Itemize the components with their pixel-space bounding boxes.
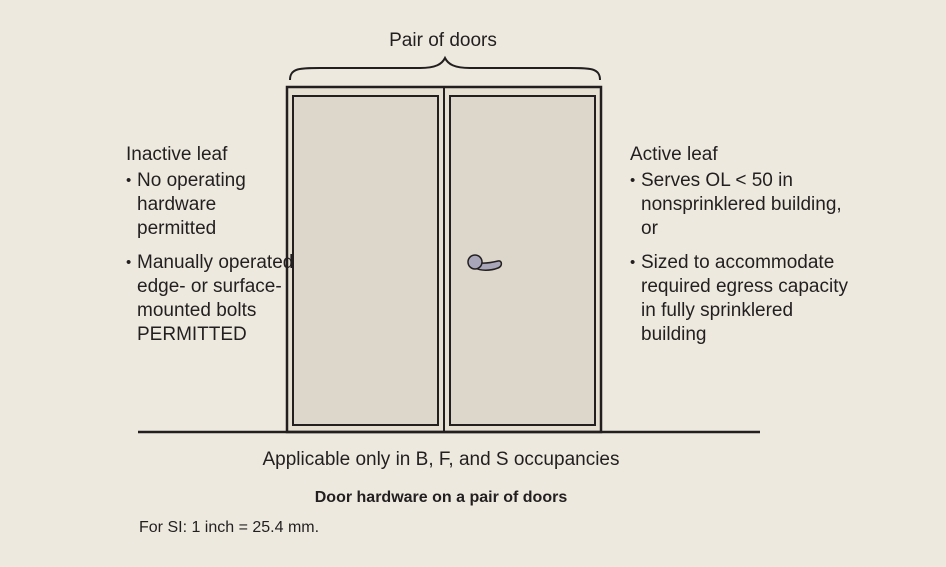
active-leaf-bullet: Sized to accommodate required egress cap… [630, 251, 850, 347]
lever-handle-icon [467, 254, 503, 271]
figure-caption: Door hardware on a pair of doors [314, 489, 568, 506]
inactive-leaf-bullet: No operating hardware permitted [126, 169, 296, 241]
diagram-title: Pair of doors [389, 30, 497, 51]
active-leaf-heading: Active leaf [630, 144, 718, 165]
pair-brace [289, 55, 601, 81]
inactive-leaf-bullet: Manually operated edge- or surface-mount… [126, 251, 296, 347]
active-leaf-bullet: Serves OL < 50 in nonsprinklered buildin… [630, 169, 850, 241]
inactive-leaf-panel: Inactive leaf No operating hardware perm… [126, 143, 296, 357]
occupancy-note: Applicable only in B, F, and S occupanci… [262, 449, 620, 470]
si-conversion-note: For SI: 1 inch = 25.4 mm. [139, 519, 320, 536]
active-leaf-panel: Active leaf Serves OL < 50 in nonsprinkl… [630, 143, 850, 357]
inactive-leaf-heading: Inactive leaf [126, 144, 228, 165]
inactive-leaf [292, 95, 439, 426]
